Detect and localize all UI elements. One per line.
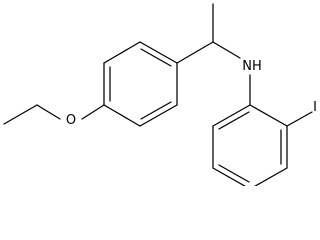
- iodine-label: I: [313, 100, 317, 115]
- molecule-diagram: O NH I: [3, 3, 317, 186]
- benzene-ring-right: [212, 104, 288, 186]
- bond-ring2-iodine: [286, 111, 313, 127]
- bond-o-ring1: [81, 104, 105, 120]
- bond-ethyl-ch3-ch2: [3, 104, 38, 125]
- amine-nh-label: NH: [242, 59, 262, 74]
- benzene-ring-left: [103, 41, 178, 127]
- bond-ch-nh: [212, 41, 241, 59]
- oxygen-label: O: [66, 113, 76, 128]
- bond-ring1-ch: [176, 41, 214, 64]
- bond-ethyl-ch2-o: [36, 104, 61, 120]
